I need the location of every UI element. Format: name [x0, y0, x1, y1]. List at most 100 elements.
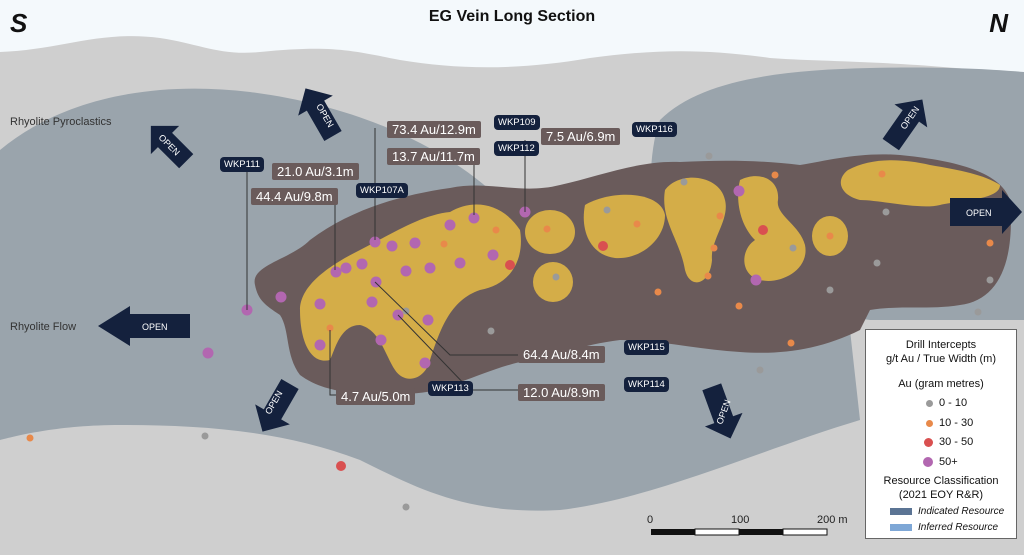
- drill-intercept-dot: [603, 206, 611, 214]
- drill-intercept-dot: [356, 258, 368, 270]
- drill-intercept-dot: [409, 237, 421, 249]
- hole-label: WKP107A: [356, 183, 408, 198]
- open-arrow-icon: [150, 125, 194, 169]
- drill-intercept-dot: [878, 170, 886, 178]
- legend-title: Drill Intercepts: [905, 339, 977, 351]
- drill-intercept-dot: [705, 152, 713, 160]
- drill-intercept-dot: [735, 302, 743, 310]
- drill-intercept-dot: [543, 225, 551, 233]
- drill-intercept-dot: [375, 334, 387, 346]
- drill-intercept-dot: [26, 434, 34, 442]
- legend-resource-title: Resource Classification: [883, 475, 999, 487]
- hole-label: WKP109: [494, 115, 540, 130]
- drill-intercept-dot: [424, 262, 436, 274]
- drill-intercept-dot: [787, 339, 795, 347]
- drill-intercept-dots: [26, 152, 1004, 511]
- hole-label: WKP115: [624, 340, 669, 355]
- unit-label-pyroclastics: Rhyolite Pyroclastics: [10, 116, 112, 128]
- open-arrows: [98, 88, 1022, 439]
- drill-intercept-dot: [492, 226, 500, 234]
- drill-intercept-dot: [422, 314, 434, 326]
- legend-subtitle: g/t Au / True Width (m): [885, 353, 997, 365]
- hole-label: WKP114: [624, 377, 669, 392]
- open-arrow-icon: [950, 190, 1022, 234]
- drill-intercept-dot: [750, 274, 762, 286]
- drill-intercept-dot: [275, 291, 287, 303]
- scale-bar: [651, 528, 828, 536]
- drill-intercept-dot: [314, 298, 326, 310]
- drill-intercept-dot: [826, 232, 834, 240]
- drill-intercept-dot: [633, 220, 641, 228]
- hole-label: WKP112: [494, 141, 539, 156]
- legend-item: Indicated Resource: [890, 506, 1004, 517]
- legend-dot-icon: [926, 419, 933, 427]
- drill-intercept-dot: [201, 432, 209, 440]
- drill-intercept-dot: [882, 208, 890, 216]
- drill-intercept-dot: [202, 347, 214, 359]
- scale-tick-0: 0: [647, 514, 654, 526]
- open-label: OPEN: [966, 208, 992, 218]
- drill-intercept-dot: [369, 236, 381, 248]
- drill-intercept-dot: [654, 288, 662, 296]
- legend-label: 30 - 50: [939, 436, 974, 448]
- legend-item: 30 - 50: [924, 436, 973, 448]
- intercept-value: 7.5 Au/6.9m: [541, 128, 621, 145]
- drill-intercept-dot: [826, 286, 834, 294]
- intercept-value: 13.7 Au/11.7m: [387, 148, 480, 165]
- drill-intercept-dot: [366, 296, 378, 308]
- drill-intercept-dot: [873, 259, 881, 267]
- drill-intercept-dot: [974, 308, 982, 316]
- drill-intercept-dot: [771, 171, 779, 179]
- drill-intercept-dot: [756, 366, 764, 374]
- drill-intercept-dot: [733, 185, 745, 197]
- legend-item: Inferred Resource: [890, 522, 998, 533]
- legend-label: 10 - 30: [939, 417, 974, 429]
- south-label: S: [10, 8, 28, 38]
- drill-intercept-dot: [598, 241, 608, 251]
- legend-dot-icon: [923, 457, 933, 467]
- drill-intercept-dot: [487, 327, 495, 335]
- drill-intercept-dot: [402, 503, 410, 511]
- drill-intercept-dot: [986, 239, 994, 247]
- drill-intercept-dot: [505, 260, 515, 270]
- scale-tick-100: 100: [731, 514, 750, 526]
- intercept-value: 21.0 Au/3.1m: [272, 163, 359, 180]
- inferred-swatch-icon: [890, 524, 912, 531]
- drill-intercept-dot: [400, 265, 412, 277]
- drill-intercept-dot: [340, 262, 352, 274]
- legend-item: 10 - 30: [926, 417, 973, 429]
- drill-intercept-dot: [680, 178, 688, 186]
- intercept-value: 44.4 Au/9.8m: [251, 188, 338, 205]
- intercept-value: 73.4 Au/12.9m: [387, 121, 481, 138]
- drill-intercept-dot: [440, 240, 448, 248]
- legend-label: 50+: [939, 456, 958, 468]
- open-arrow-icon: [702, 383, 743, 439]
- open-arrow-icon: [255, 379, 299, 432]
- hole-label: WKP113: [428, 381, 473, 396]
- drill-intercept-dot: [314, 339, 326, 351]
- hole-label: WKP116: [632, 122, 677, 137]
- drill-intercept-dot: [758, 225, 768, 235]
- drill-intercept-dot: [710, 244, 718, 252]
- drill-intercept-dot: [986, 276, 994, 284]
- drill-intercept-dot: [419, 357, 431, 369]
- drill-intercept-dot: [444, 219, 456, 231]
- drill-intercept-dot: [552, 273, 560, 281]
- north-label: N: [989, 8, 1008, 38]
- drill-intercept-dot: [454, 257, 466, 269]
- indicated-swatch-icon: [890, 508, 912, 515]
- drill-intercept-dot: [330, 266, 342, 278]
- open-arrow-icon: [298, 88, 342, 141]
- legend-label: Inferred Resource: [918, 522, 999, 533]
- drill-intercept-dot: [386, 240, 398, 252]
- open-arrow-icon: [882, 99, 928, 151]
- ore-shoots: [300, 160, 1000, 379]
- intercept-value: 64.4 Au/8.4m: [518, 346, 605, 363]
- drill-intercept-dot: [468, 212, 480, 224]
- drill-intercept-dot: [716, 212, 724, 220]
- drill-intercept-dot: [789, 244, 797, 252]
- drill-intercept-dot: [326, 324, 334, 332]
- open-arrow-icon: [98, 306, 190, 346]
- scale-tick-200: 200 m: [817, 514, 848, 526]
